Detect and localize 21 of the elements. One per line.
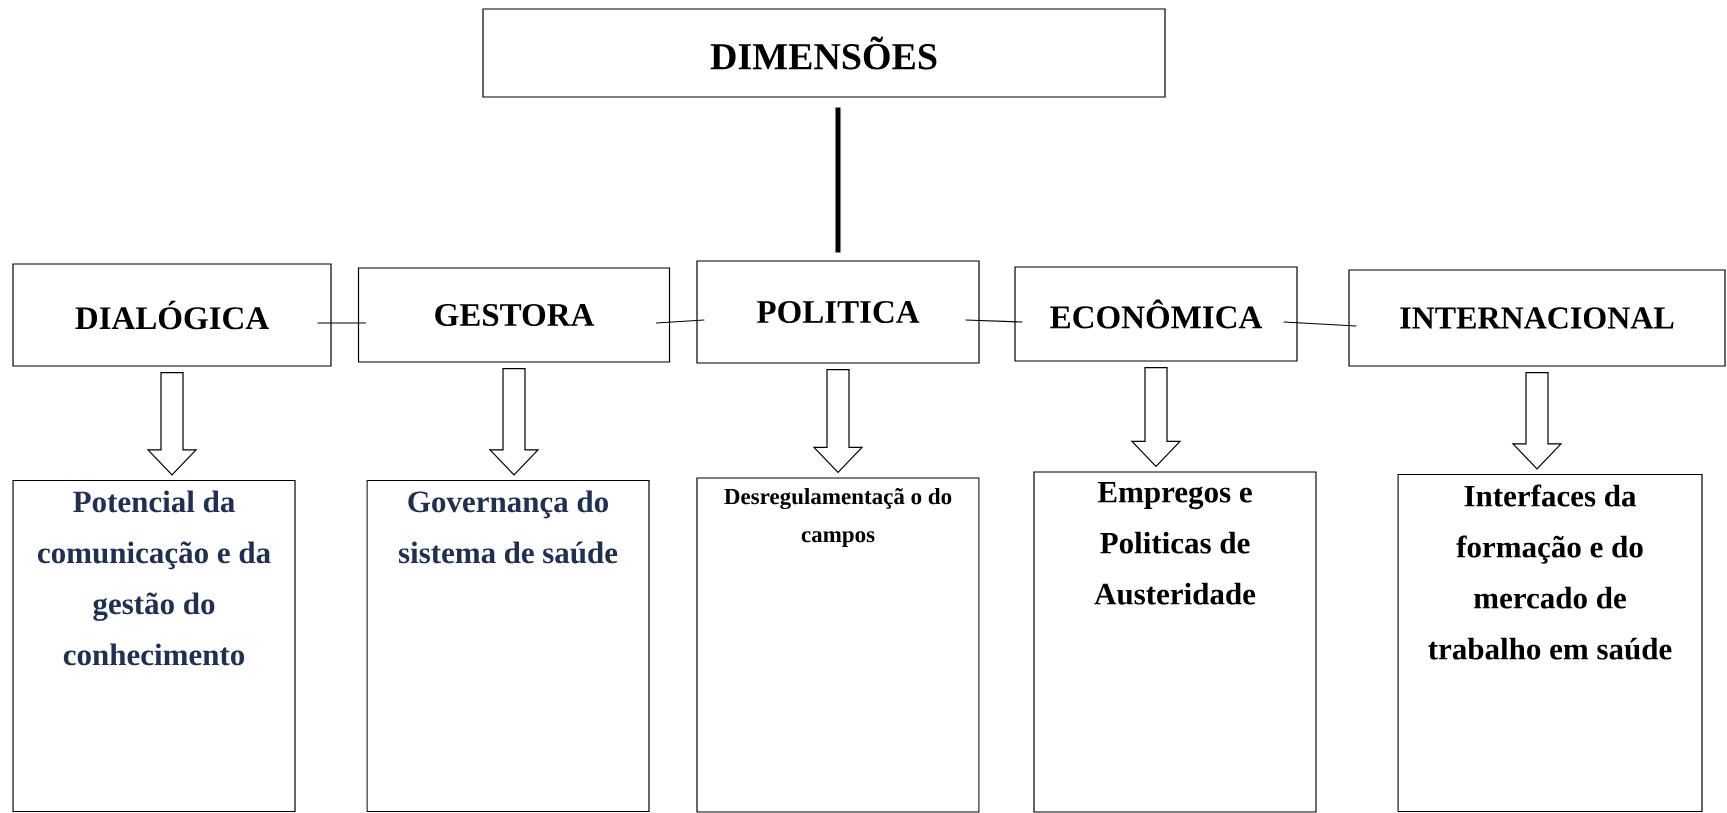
dimension-box: POLITICA bbox=[696, 260, 980, 364]
connector-line bbox=[655, 319, 705, 324]
dimension-box: INTERNACIONAL bbox=[1348, 269, 1726, 367]
block-arrow bbox=[812, 369, 864, 474]
block-arrow bbox=[1130, 367, 1182, 468]
block-arrow bbox=[146, 372, 198, 476]
dimension-box: DIALÓGICA bbox=[12, 263, 332, 367]
connector-line bbox=[317, 322, 367, 324]
dimension-box: GESTORA bbox=[357, 267, 671, 363]
block-arrow bbox=[488, 368, 540, 476]
content-box: Empregos e Politicas de Austeridade bbox=[1033, 471, 1317, 813]
dimension-box: ECONÔMICA bbox=[1014, 266, 1298, 362]
connector-line bbox=[965, 319, 1023, 323]
content-box: Potencial da comunicação e da gestão do conhecimento bbox=[12, 479, 296, 813]
content-box: Interfaces da formação e do mercado de trabalho em saúde bbox=[1397, 473, 1703, 813]
connector-line bbox=[1283, 321, 1357, 327]
block-arrow bbox=[1511, 372, 1563, 470]
dimension-box: DIMENSÕES bbox=[482, 8, 1166, 98]
content-box: Desregulamentaçã o do campos bbox=[696, 477, 980, 813]
content-box: Governança do sistema de saúde bbox=[366, 479, 650, 813]
connector-line bbox=[835, 107, 841, 253]
